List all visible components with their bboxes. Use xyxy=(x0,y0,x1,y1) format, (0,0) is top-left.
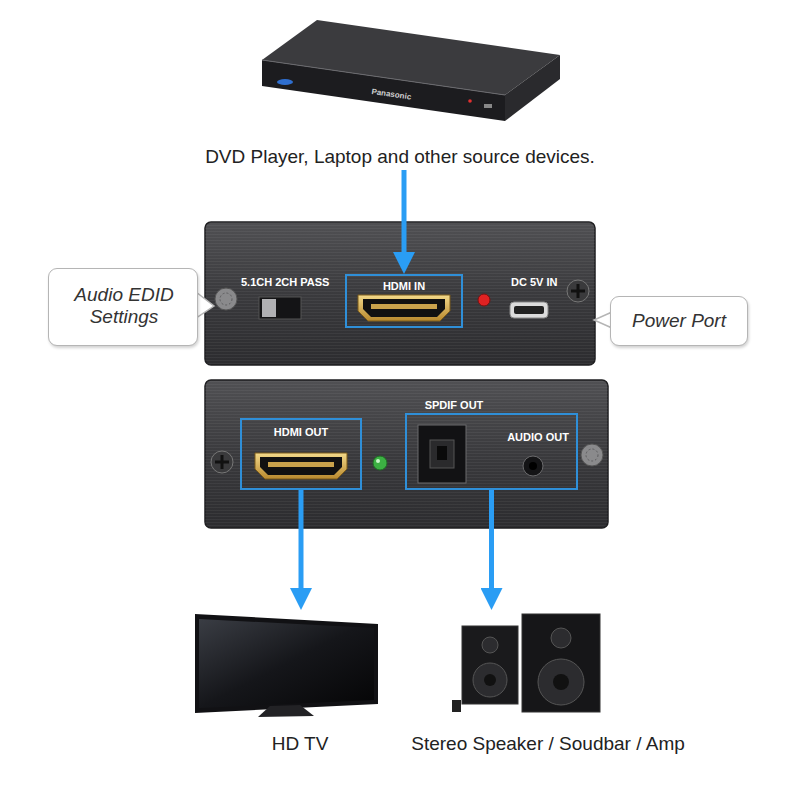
tv-stand xyxy=(258,705,314,717)
node-text: DVD Player, Laptop and other source devi… xyxy=(180,146,620,168)
screw-cross xyxy=(571,284,585,298)
player-front xyxy=(262,60,505,121)
node-subtext: AUDIO OUT xyxy=(499,431,577,444)
node-text: Power Port xyxy=(615,310,743,332)
screw xyxy=(581,444,603,466)
power-led xyxy=(468,99,472,103)
toslink-port xyxy=(418,425,466,483)
toslink-opening xyxy=(430,440,454,468)
port-box: SPDIF OUTAUDIO OUT xyxy=(405,413,578,490)
tv-frame xyxy=(195,614,378,713)
red-led xyxy=(478,294,490,306)
audio-jack xyxy=(523,456,543,476)
screw xyxy=(215,288,237,310)
brand-name: Panasonic xyxy=(371,88,412,101)
speaker-left xyxy=(462,626,518,704)
woofer xyxy=(538,659,584,705)
toslink-core xyxy=(437,446,447,460)
speaker-right xyxy=(522,614,600,712)
node-text: SPDIF OUT xyxy=(409,399,499,412)
tweeter xyxy=(482,637,498,653)
brushed-texture xyxy=(205,222,595,365)
screw xyxy=(567,280,589,302)
woofer xyxy=(473,663,507,697)
speaker-device: Stereo Speaker / Soudbar / Amp xyxy=(388,610,708,760)
green-led xyxy=(373,456,387,470)
callout-box: Power Port xyxy=(610,296,748,346)
flow-arrow xyxy=(299,490,304,588)
audio-jack-hole xyxy=(529,462,537,470)
remote xyxy=(452,700,461,712)
port-box: HDMI IN xyxy=(345,274,463,328)
usb-slot xyxy=(484,104,492,108)
player-side xyxy=(505,55,560,121)
woofer-cap xyxy=(484,674,496,686)
screw xyxy=(211,451,233,473)
port-box: HDMI OUT xyxy=(240,418,362,490)
brushed-texture xyxy=(205,380,608,528)
tweeter xyxy=(551,628,571,648)
switch-label: 5.1CH 2CH PASS xyxy=(241,277,329,288)
output-panel xyxy=(205,380,608,528)
node-text: HDMI OUT xyxy=(242,426,360,439)
bluray-logo xyxy=(277,79,293,85)
flow-arrow xyxy=(402,170,407,252)
screw-cross xyxy=(215,455,229,469)
callout-pointer xyxy=(196,292,214,318)
callout-box: Audio EDID Settings xyxy=(48,268,198,346)
flow-arrow xyxy=(489,490,494,588)
node-text: Audio EDID Settings xyxy=(57,284,191,328)
node-text: Stereo Speaker / Soudbar / Amp xyxy=(388,733,708,755)
screw-marking xyxy=(220,293,232,305)
tv-screen xyxy=(199,619,374,708)
port-label: DC 5V IN xyxy=(511,277,557,288)
source-device: DVD Player, Laptop and other source devi… xyxy=(180,8,620,170)
micro-usb-port xyxy=(510,302,548,318)
led-highlight xyxy=(376,459,380,463)
input-panel xyxy=(205,222,595,365)
hdmi-port xyxy=(255,453,347,479)
screw-marking xyxy=(586,449,598,461)
tv-device: HD TV xyxy=(180,610,420,760)
switch-slot xyxy=(259,297,301,319)
woofer-cap xyxy=(553,674,569,690)
hdmi-port xyxy=(358,295,450,321)
micro-usb-slot xyxy=(514,306,544,314)
node-text: HD TV xyxy=(180,733,420,755)
switch-knob xyxy=(262,299,276,317)
node-text: HDMI IN xyxy=(347,280,461,293)
